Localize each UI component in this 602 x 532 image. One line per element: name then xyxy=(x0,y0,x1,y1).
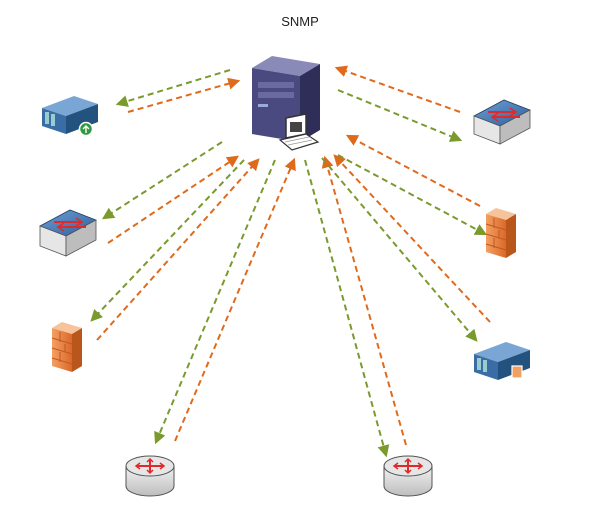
response-arrow xyxy=(334,65,461,113)
network-switch-icon xyxy=(473,99,531,145)
request-arrow xyxy=(321,157,478,342)
response-arrow xyxy=(107,155,239,244)
rack-server-icon xyxy=(474,342,530,380)
arrow-group xyxy=(90,65,491,458)
firewall-icon xyxy=(485,208,516,258)
request-arrow xyxy=(337,154,488,236)
request-arrow xyxy=(115,69,231,107)
request-arrow xyxy=(337,89,463,142)
rack-server-icon xyxy=(42,96,98,137)
response-arrow xyxy=(96,158,260,341)
request-arrow xyxy=(154,159,276,445)
response-arrow xyxy=(321,155,407,446)
snmp-manager-server-icon xyxy=(252,56,320,151)
diagram-title: SNMP xyxy=(281,14,319,29)
request-arrow xyxy=(304,159,390,458)
response-arrow xyxy=(333,154,491,323)
response-arrow xyxy=(127,77,241,113)
network-switch-icon xyxy=(39,209,97,257)
firewall-icon xyxy=(51,322,82,372)
request-arrow xyxy=(101,141,223,220)
request-arrow xyxy=(90,159,245,322)
response-arrow xyxy=(345,134,481,207)
router-icon xyxy=(125,455,175,497)
response-arrow xyxy=(174,157,296,442)
router-icon xyxy=(383,455,433,497)
